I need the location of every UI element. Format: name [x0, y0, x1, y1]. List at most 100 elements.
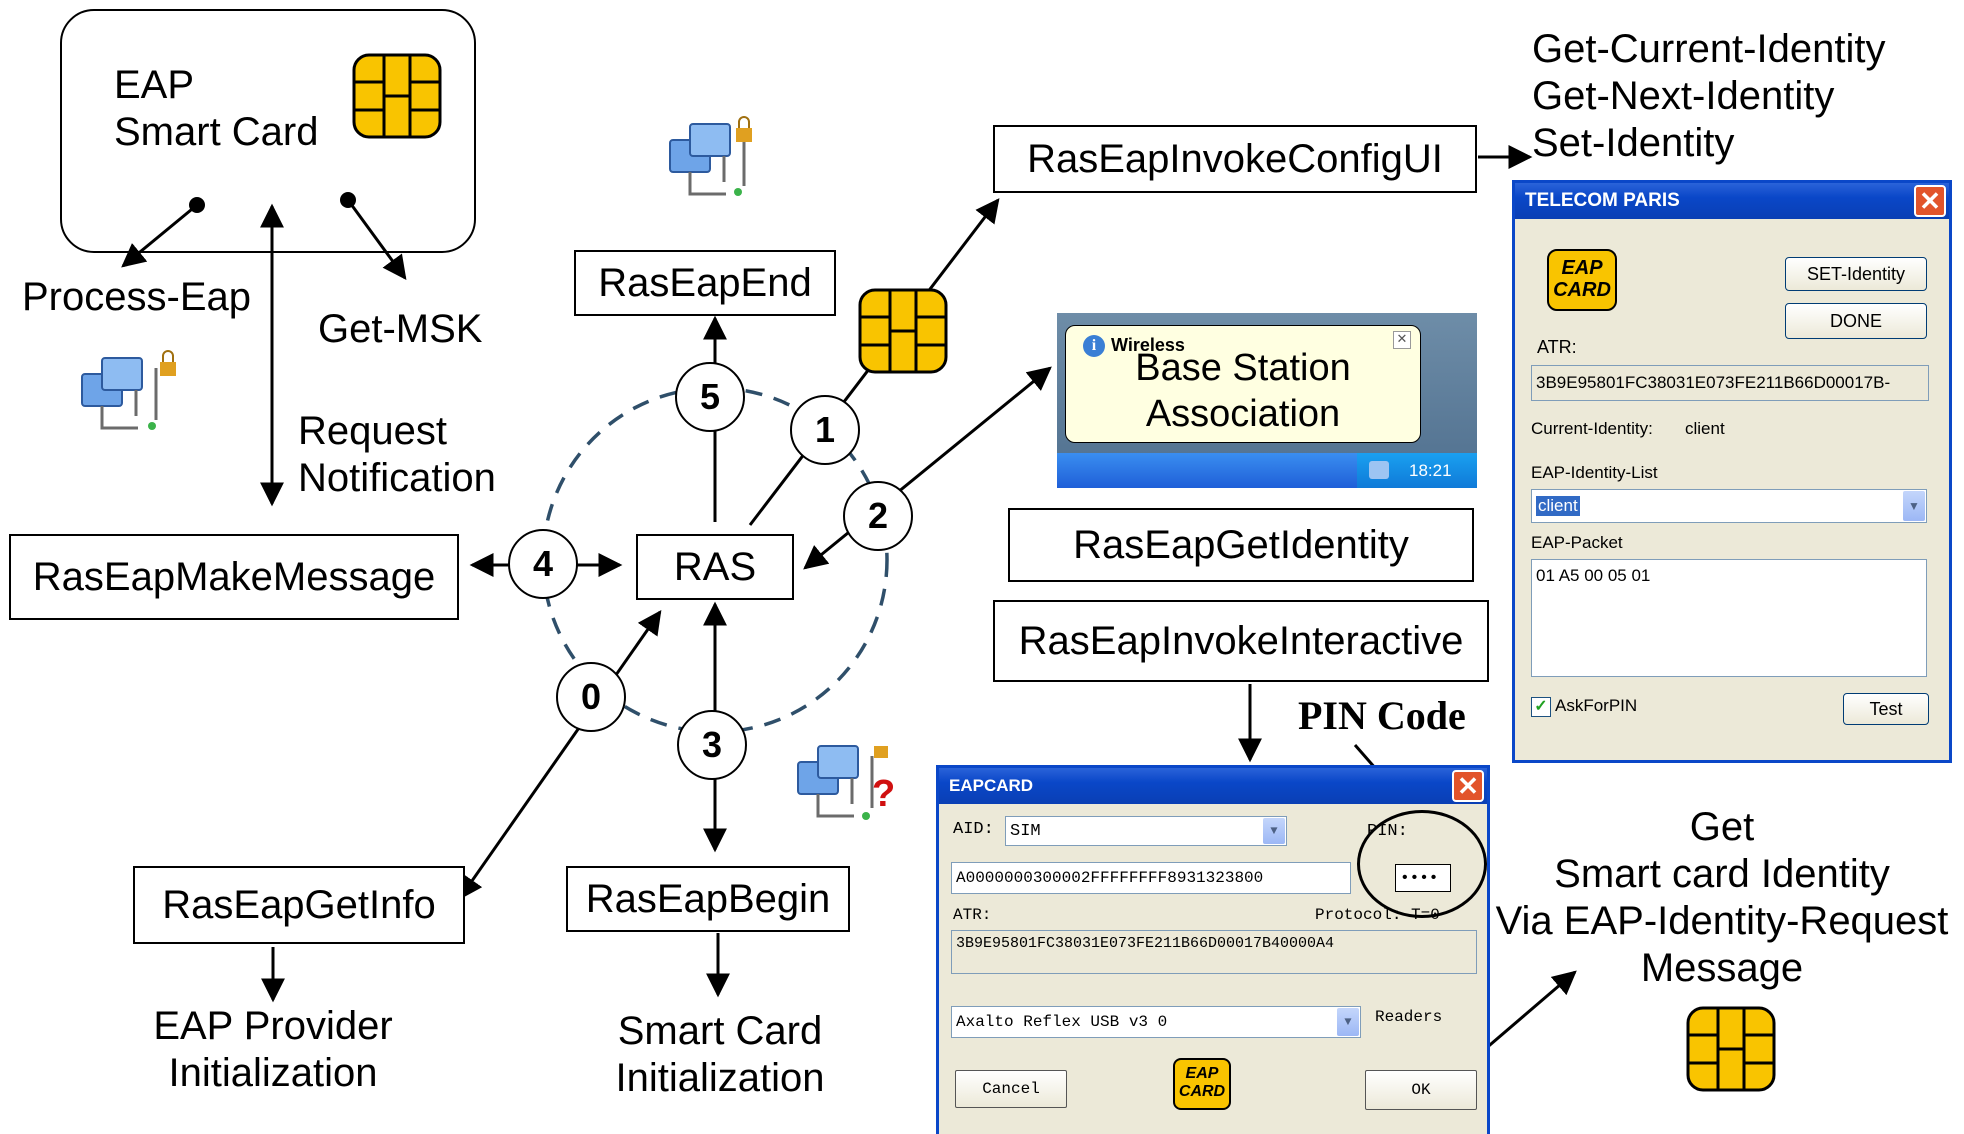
- smart-card-line2: Smart Card: [114, 110, 319, 154]
- telecom-eapcard-logo: EAP CARD: [1547, 249, 1617, 311]
- eapcard-logo: EAP CARD: [1173, 1058, 1231, 1110]
- readers-label: Readers: [1375, 1008, 1443, 1026]
- eapcard-close-button[interactable]: ✕: [1452, 770, 1484, 802]
- telecom-atr-field[interactable]: 3B9E95801FC38031E073FE211B66D00017B-: [1531, 365, 1929, 401]
- eap-packet-value: 01 A5 00 05 01: [1536, 566, 1651, 585]
- smart-card-box: [60, 9, 476, 253]
- step-1-circle: 1: [790, 395, 860, 465]
- info-icon: i: [1083, 335, 1105, 357]
- aid-select[interactable]: SIM ▼: [1005, 816, 1287, 846]
- identity-list-label: EAP-Identity-List: [1531, 463, 1658, 482]
- chevron-down-icon[interactable]: ▼: [1263, 818, 1285, 844]
- tray-clock: 18:21: [1409, 461, 1452, 480]
- get-identity-line3: Via EAP-Identity-Request: [1495, 899, 1949, 943]
- chevron-down-icon[interactable]: ▼: [1337, 1008, 1359, 1036]
- get-msk-label: Get-MSK: [318, 307, 483, 351]
- identity-list-select[interactable]: client ▼: [1531, 489, 1927, 523]
- aid-value: SIM: [1010, 821, 1041, 841]
- ask-for-pin-label: AskForPIN: [1555, 696, 1638, 715]
- get-identity-line1: Get: [1689, 805, 1755, 849]
- ras-eap-get-info-box: RasEapGetInfo: [133, 866, 465, 944]
- reader-value: Axalto Reflex USB v3 0: [956, 1013, 1168, 1031]
- eapcard-logo-line2: CARD: [1178, 1083, 1226, 1100]
- ok-button[interactable]: OK: [1365, 1070, 1477, 1110]
- op-get-next-identity: Get-Next-Identity: [1532, 74, 1835, 118]
- dot-get-msk: [340, 192, 356, 208]
- arrow-step-2: [803, 366, 1052, 570]
- svg-text:?: ?: [872, 773, 895, 815]
- ras-eap-make-message-box: RasEapMakeMessage: [9, 534, 459, 620]
- op-get-current-identity: Get-Current-Identity: [1532, 27, 1886, 71]
- chip-icon-identity: [1686, 1006, 1776, 1092]
- telecom-close-button[interactable]: ✕: [1914, 185, 1946, 217]
- telecom-paris-window: TELECOM PARIS ✕ EAP CARD SET-Identity DO…: [1512, 180, 1952, 763]
- balloon-line2: Association: [1145, 393, 1341, 435]
- network-lock-icon: [669, 116, 752, 196]
- balloon-title: Wireless: [1111, 335, 1185, 355]
- ras-eap-invoke-interactive-box: RasEapInvokeInteractive: [993, 600, 1489, 682]
- aid-hex-field[interactable]: A0000000300002FFFFFFFF8931323800: [951, 862, 1351, 894]
- eap-provider-line2: Initialization: [168, 1051, 378, 1095]
- request-notification-line1: Request: [298, 409, 447, 453]
- eapcard-atr-field[interactable]: 3B9E95801FC38031E073FE211B66D00017B40000…: [951, 930, 1477, 974]
- set-identity-button[interactable]: SET-Identity: [1785, 257, 1927, 291]
- telecom-titlebar: TELECOM PARIS: [1515, 183, 1949, 219]
- ras-box: RAS: [636, 534, 794, 600]
- protocol-label: Protocol: T=0: [1315, 906, 1440, 924]
- eap-provider-line1: EAP Provider: [153, 1004, 393, 1048]
- tray-network-icon[interactable]: [1369, 461, 1389, 479]
- step-3-circle: 3: [677, 710, 747, 780]
- chip-icon: [352, 53, 442, 139]
- arrow-process-eap: [121, 203, 198, 268]
- op-set-identity: Set-Identity: [1532, 121, 1735, 165]
- eapcard-title: EAPCARD: [949, 776, 1034, 795]
- eap-packet-label: EAP-Packet: [1531, 533, 1623, 552]
- aid-label: AID:: [953, 820, 994, 839]
- step-4-circle: 4: [508, 529, 578, 599]
- smart-card-line1: EAP: [114, 63, 195, 107]
- network-lock-icon-left: [81, 350, 176, 430]
- dot-process-eap: [189, 197, 205, 213]
- wireless-notification-screenshot: i Wireless ✕ Base Station Association 18…: [1057, 313, 1477, 488]
- telecom-logo-line2: CARD: [1553, 279, 1611, 301]
- ras-eap-invoke-config-ui-box: RasEapInvokeConfigUI: [993, 125, 1477, 193]
- balloon-line1: Base Station: [1135, 347, 1351, 389]
- smartcard-init-line1: Smart Card: [617, 1009, 823, 1053]
- eapcard-titlebar: EAPCARD: [939, 768, 1487, 804]
- chip-icon-ras: [858, 288, 948, 374]
- eapcard-logo-line1: EAP: [1185, 1065, 1219, 1082]
- ras-eap-end-box: RasEapEnd: [574, 250, 836, 316]
- get-identity-line2: Smart card Identity: [1554, 852, 1890, 896]
- ras-eap-get-identity-box: RasEapGetIdentity: [1008, 508, 1474, 582]
- current-identity-label: Current-Identity:: [1531, 419, 1653, 438]
- eapcard-window: EAPCARD ✕ AID: SIM ▼ PIN: A0000000300002…: [936, 765, 1490, 1134]
- request-notification-line2: Notification: [298, 456, 496, 500]
- get-identity-line4: Message: [1640, 946, 1804, 990]
- telecom-title: TELECOM PARIS: [1525, 190, 1680, 211]
- eapcard-atr-label: ATR:: [953, 906, 992, 924]
- reader-select[interactable]: Axalto Reflex USB v3 0 ▼: [951, 1006, 1361, 1038]
- notification-balloon: [1065, 325, 1421, 443]
- pin-highlight-ring: [1357, 810, 1487, 918]
- current-identity-value: client: [1685, 419, 1725, 438]
- smartcard-init-line2: Initialization: [615, 1056, 825, 1100]
- chevron-down-icon[interactable]: ▼: [1903, 491, 1925, 521]
- telecom-atr-label: ATR:: [1537, 337, 1577, 357]
- ras-eap-begin-box: RasEapBegin: [566, 866, 850, 932]
- eap-packet-textarea[interactable]: 01 A5 00 05 01: [1531, 559, 1927, 677]
- done-button[interactable]: DONE: [1785, 303, 1927, 339]
- ask-for-pin-checkbox[interactable]: ✓: [1531, 697, 1551, 717]
- arrow-get-msk: [346, 199, 407, 280]
- process-eap-label: Process-Eap: [22, 275, 251, 319]
- test-button[interactable]: Test: [1843, 693, 1929, 725]
- pin-code-label: PIN Code: [1298, 693, 1466, 738]
- step-0-circle: 0: [556, 662, 626, 732]
- cancel-button[interactable]: Cancel: [955, 1070, 1067, 1108]
- step-5-circle: 5: [675, 362, 745, 432]
- network-question-icon: ?: [797, 745, 895, 820]
- telecom-logo-line1: EAP: [1561, 257, 1603, 279]
- arrow-step-0: [458, 610, 662, 900]
- step-2-circle: 2: [843, 481, 913, 551]
- balloon-close-icon[interactable]: ✕: [1393, 331, 1411, 349]
